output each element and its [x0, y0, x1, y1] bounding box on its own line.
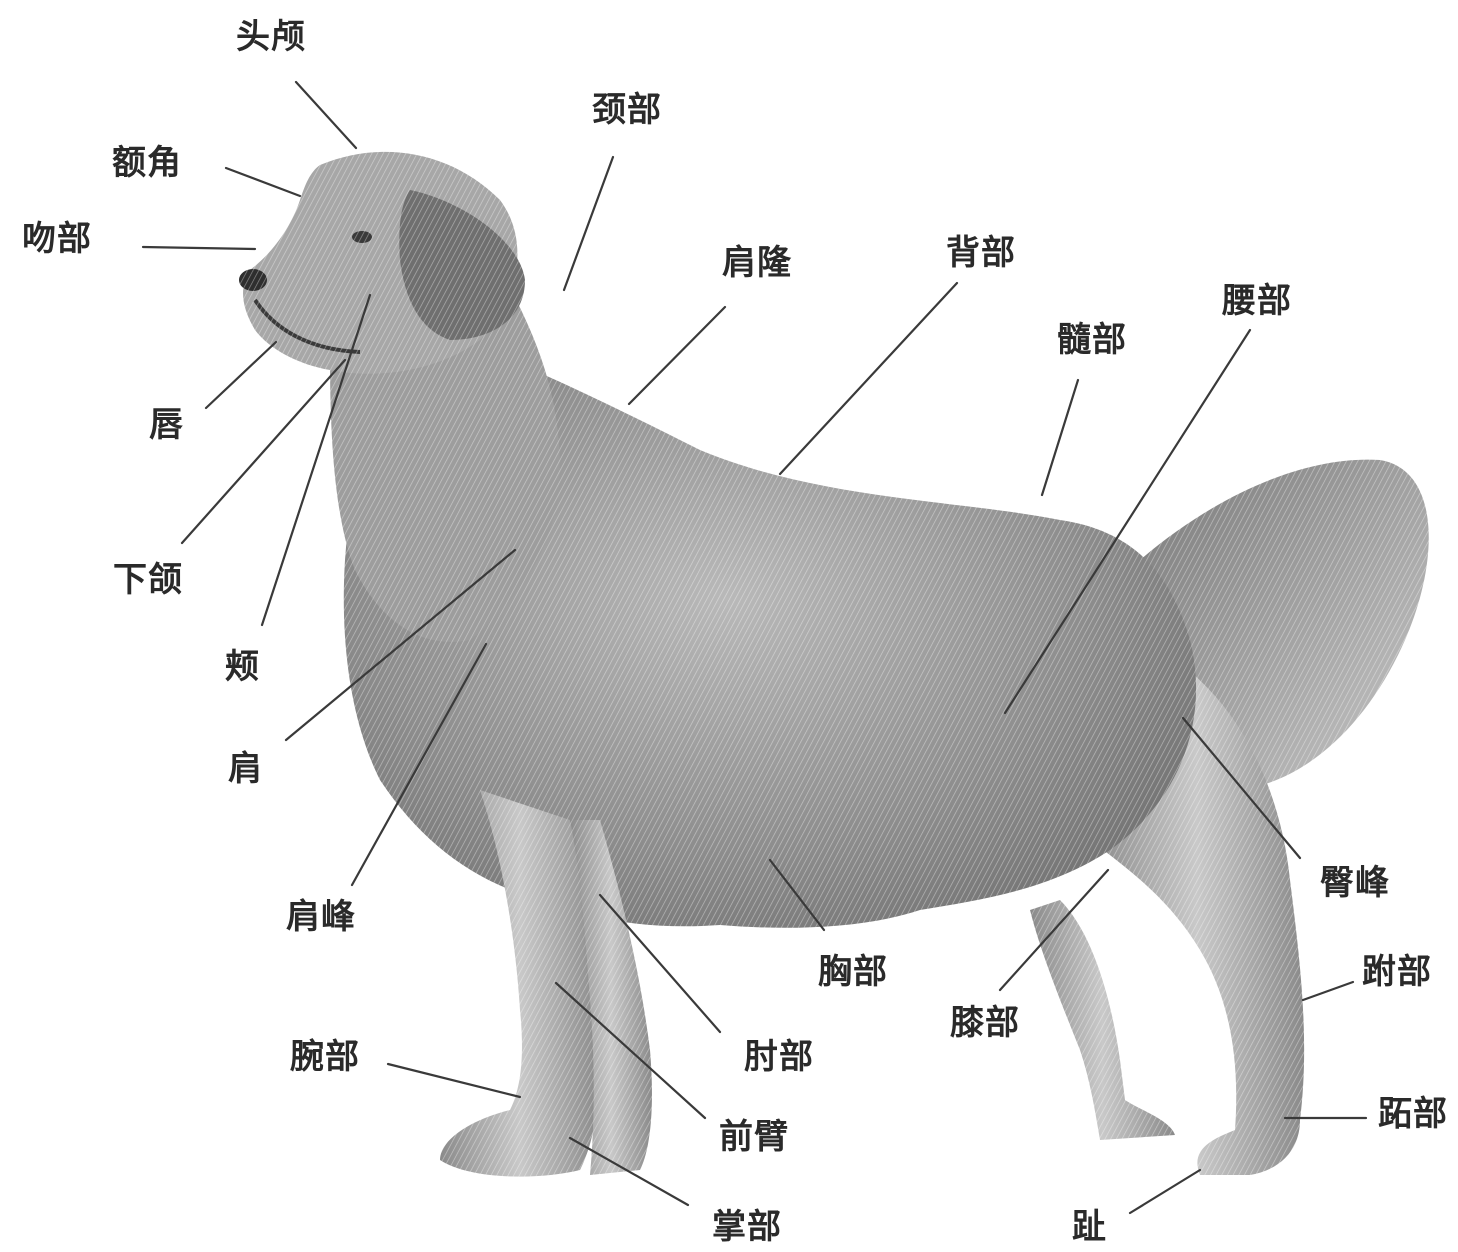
- label-xiongbu: 胸部: [818, 955, 888, 989]
- label-tunfeng: 臀峰: [1320, 866, 1390, 900]
- label-jianlong: 肩隆: [722, 246, 792, 280]
- label-jingbu: 颈部: [592, 93, 662, 127]
- label-zhi: 趾: [1072, 1210, 1107, 1244]
- label-suibu: 髓部: [1057, 323, 1127, 357]
- label-zhangbu: 掌部: [712, 1210, 782, 1244]
- label-toulu: 头颅: [236, 20, 306, 54]
- label-ejiao: 额角: [112, 146, 182, 180]
- label-xibu: 膝部: [950, 1006, 1020, 1040]
- label-jianfeng: 肩峰: [286, 900, 356, 934]
- label-jian: 肩: [228, 752, 263, 786]
- label-jia: 颊: [225, 650, 260, 684]
- label-beibu: 背部: [946, 236, 1016, 270]
- label-yaobu: 腰部: [1222, 284, 1292, 318]
- label-zhoubu: 肘部: [744, 1040, 814, 1074]
- label-wanbu: 腕部: [290, 1040, 360, 1074]
- label-wenbu: 吻部: [22, 222, 92, 256]
- label-chun: 唇: [149, 408, 184, 442]
- label-qianbi: 前臂: [719, 1120, 789, 1154]
- label-fubu: 跗部: [1362, 955, 1432, 989]
- label-zhibu: 跖部: [1378, 1097, 1448, 1131]
- label-xiahe: 下颌: [113, 563, 183, 597]
